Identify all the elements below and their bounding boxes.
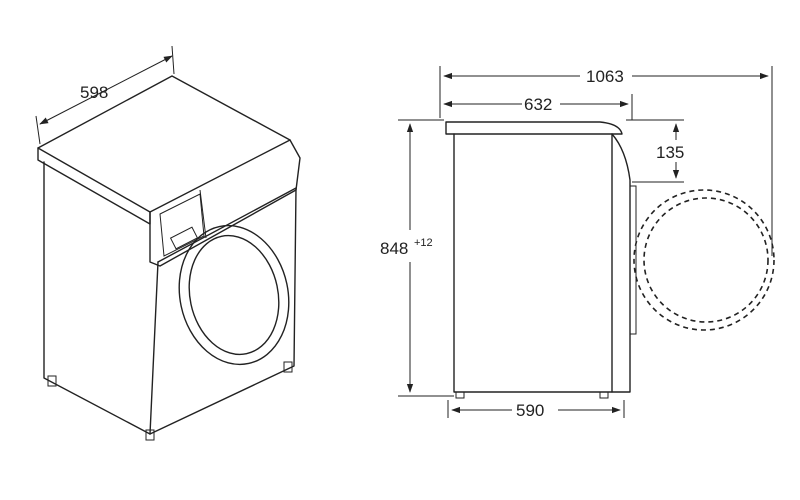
- side-foot-front: [599, 391, 609, 399]
- total-depth-label: 1063: [586, 67, 624, 86]
- control-panel: [149, 139, 301, 267]
- foot-span-dimension: 590: [447, 400, 625, 420]
- control-panel-divider: [199, 189, 207, 239]
- width-dimension: 598: [35, 45, 175, 145]
- side-foot-back: [455, 391, 465, 399]
- foot-left: [47, 375, 57, 387]
- washer-isometric-view: [37, 75, 301, 441]
- washer-top: [37, 75, 291, 213]
- washer-top-edge: [37, 147, 151, 225]
- width-label: 598: [80, 83, 108, 102]
- door-offset-dimension: 135: [626, 119, 684, 183]
- foot-front: [145, 429, 155, 441]
- depth-label: 632: [524, 95, 552, 114]
- door-hinge: [630, 185, 637, 335]
- height-label: 848: [380, 239, 408, 258]
- door-outer-ring: [178, 224, 290, 366]
- washer-front-panel: [149, 187, 297, 435]
- display-icon: [169, 226, 199, 250]
- washer-side-view: [445, 121, 775, 399]
- washer-side-panel: [43, 161, 159, 435]
- door-offset-label: 135: [656, 143, 684, 162]
- height-dimension: 848 +12: [380, 119, 454, 397]
- detergent-drawer: [159, 193, 205, 257]
- side-front-profile: [611, 133, 631, 393]
- total-depth-dimension: 1063: [439, 66, 773, 256]
- door-swing-outer: [633, 189, 775, 331]
- depth-dimension: 632: [443, 94, 633, 120]
- foot-span-label: 590: [516, 401, 544, 420]
- door-glass: [188, 234, 280, 356]
- side-body: [453, 133, 613, 393]
- foot-right: [283, 361, 293, 373]
- height-tolerance-label: +12: [414, 237, 433, 249]
- door-swing-inner: [643, 197, 769, 323]
- side-top-plate: [445, 121, 623, 135]
